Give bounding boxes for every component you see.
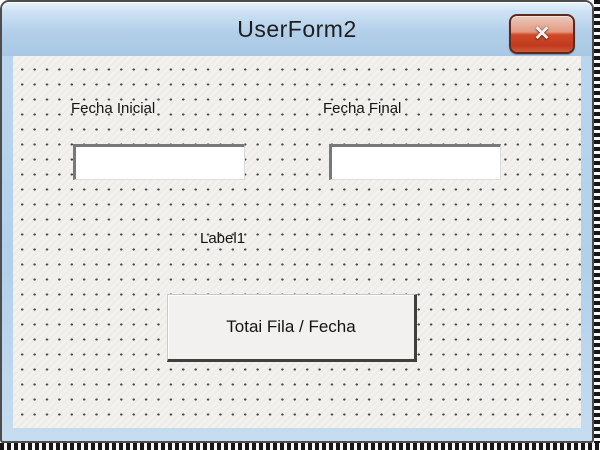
selection-marquee-right — [594, 0, 600, 450]
titlebar[interactable]: UserForm2 ✕ — [2, 2, 592, 56]
userform-window: UserForm2 ✕ Fecha Inicial Fecha Final La… — [0, 0, 594, 443]
fecha-inicial-label: Fecha Inicial — [71, 100, 156, 117]
form-client-area: Fecha Inicial Fecha Final Label1 Totai F… — [13, 56, 581, 428]
fecha-final-label: Fecha Final — [323, 100, 402, 117]
selection-marquee-bottom — [0, 443, 600, 450]
fecha-inicial-input[interactable] — [73, 144, 245, 180]
close-icon: ✕ — [533, 23, 551, 45]
close-button[interactable]: ✕ — [509, 14, 575, 54]
total-fila-fecha-button[interactable]: Totai Fila / Fecha — [167, 294, 417, 362]
fecha-final-input[interactable] — [329, 144, 501, 180]
window-title: UserForm2 — [237, 16, 357, 42]
info-label: Label1 — [200, 230, 246, 247]
